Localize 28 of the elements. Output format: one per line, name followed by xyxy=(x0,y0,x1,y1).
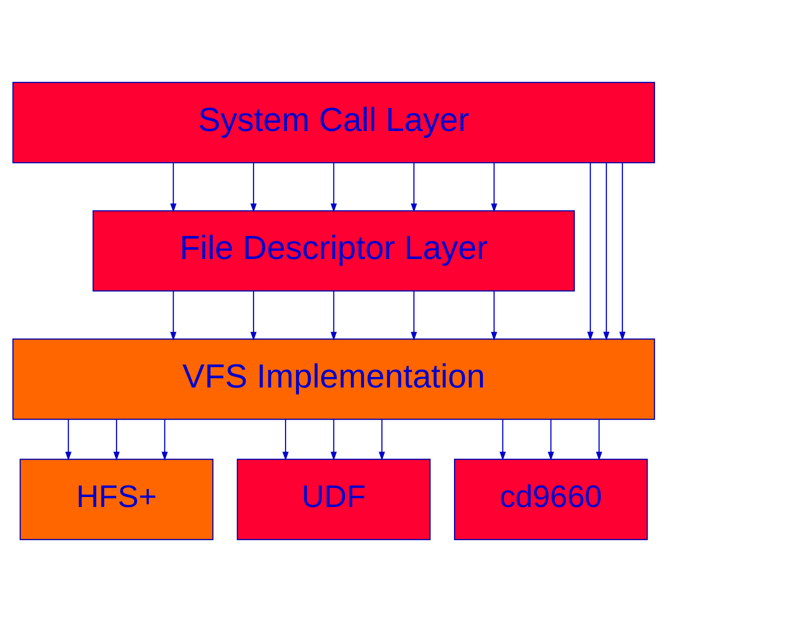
arrow xyxy=(113,419,120,460)
node-box: UDF xyxy=(236,458,431,540)
arrow xyxy=(250,162,257,212)
arrow xyxy=(596,419,602,460)
arrow xyxy=(170,290,176,340)
arrow xyxy=(500,419,506,460)
arrow xyxy=(330,290,337,340)
arrow xyxy=(490,162,498,212)
arrow xyxy=(378,419,386,460)
node-box: VFS Implementation xyxy=(12,338,656,420)
arrow xyxy=(548,419,554,460)
arrow xyxy=(330,419,337,460)
arrow xyxy=(587,162,594,340)
node-box: System Call Layer xyxy=(12,81,656,163)
arrow xyxy=(410,290,418,340)
node-box: cd9660 xyxy=(454,458,648,540)
arrow xyxy=(619,162,626,340)
arrow xyxy=(170,162,176,212)
arrow xyxy=(410,162,418,212)
arrow xyxy=(250,290,257,340)
arrow xyxy=(603,162,610,340)
arrow xyxy=(162,419,168,460)
arrow xyxy=(330,162,337,212)
arrow xyxy=(282,419,289,460)
arrow xyxy=(65,419,72,460)
node-box: File Descriptor Layer xyxy=(92,210,575,291)
arrow xyxy=(490,290,498,340)
node-box: HFS+ xyxy=(20,458,214,540)
